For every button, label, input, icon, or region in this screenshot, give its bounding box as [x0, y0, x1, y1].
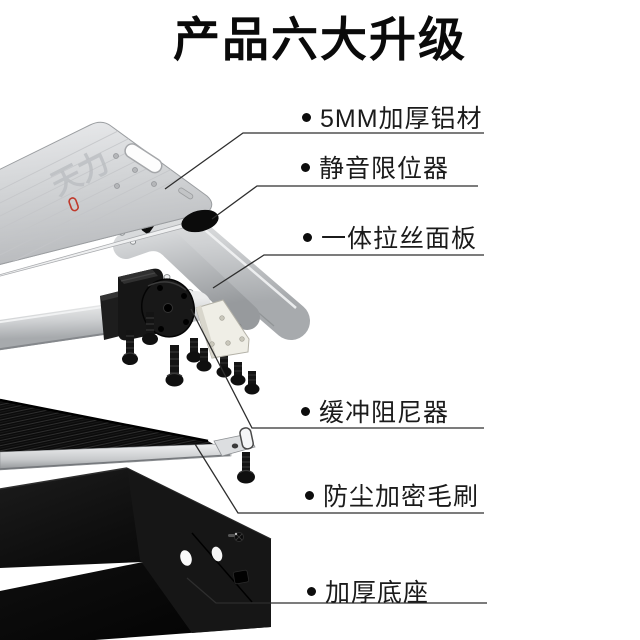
callout-line-3 [212, 254, 484, 289]
screw [165, 345, 184, 387]
bullet-icon [302, 112, 311, 122]
bullet-icon [301, 162, 310, 172]
page-title: 产品六大升级 [173, 13, 467, 66]
screw [230, 362, 246, 386]
base-hole-right [211, 546, 223, 562]
base-top-edge [0, 467, 128, 490]
callout-text: 加厚底座 [325, 579, 430, 607]
callout-label-base: 加厚底座 [307, 576, 430, 607]
callout-label-silencer: 静音限位器 [301, 152, 450, 183]
brush-rail-bottom-edge [0, 454, 231, 470]
callout-label-aluminum: 5MM加厚铝材 [302, 102, 483, 133]
callout-label-damper: 缓冲阻尼器 [301, 396, 450, 427]
bullet-icon [305, 490, 314, 500]
base-front-highlight [0, 562, 143, 591]
lid-holes [113, 153, 157, 189]
screw [186, 338, 202, 363]
silencer-rubber-pad [181, 209, 219, 233]
damper-flange-rim-highlight [147, 281, 187, 291]
screw [122, 330, 138, 365]
buffer-damper [100, 268, 195, 341]
lid-slot [178, 187, 194, 200]
callout-line-2 [211, 185, 478, 220]
callout-text: 防尘加密毛刷 [323, 483, 480, 511]
base-hole-left [180, 550, 192, 566]
frame-inner-flange [113, 225, 260, 330]
dust-brush-strip [0, 398, 232, 471]
callout-label-panel: 一体拉丝面板 [303, 222, 478, 253]
brush-top-edge [0, 398, 209, 443]
callout-text: 一体拉丝面板 [321, 225, 478, 253]
base-corner-edge [126, 467, 272, 540]
plate-holes [209, 315, 245, 347]
lid-handle-cutout [124, 143, 163, 174]
callout-lines [164, 132, 487, 604]
damper-flange-holes [157, 285, 189, 332]
bullet-icon [301, 406, 310, 416]
callout-text: 静音限位器 [319, 155, 450, 183]
screw [237, 452, 255, 484]
lid-watermark-red-mark [68, 197, 79, 212]
base-screw-detail [228, 532, 244, 542]
callout-text: 5MM加厚铝材 [320, 105, 483, 133]
callout-line-4 [190, 308, 484, 429]
base-face-crease [191, 532, 253, 603]
callout-label-brush: 防尘加密毛刷 [305, 480, 480, 511]
screw [142, 312, 158, 345]
callout-line-5 [194, 443, 484, 514]
bullet-icon [307, 586, 316, 596]
base-box [0, 467, 272, 640]
screw [244, 371, 260, 395]
brush-bristles [0, 399, 220, 452]
callout-line-6 [186, 577, 487, 604]
brush-bracket [213, 427, 256, 484]
mounting-screws [122, 312, 260, 395]
bullet-icon [303, 232, 312, 242]
base-right-face [127, 468, 271, 633]
screw [196, 348, 212, 372]
base-port [232, 569, 250, 585]
damper-highlight [120, 272, 156, 282]
callout-line-1 [164, 132, 484, 190]
callout-text: 缓冲阻尼器 [319, 399, 450, 427]
